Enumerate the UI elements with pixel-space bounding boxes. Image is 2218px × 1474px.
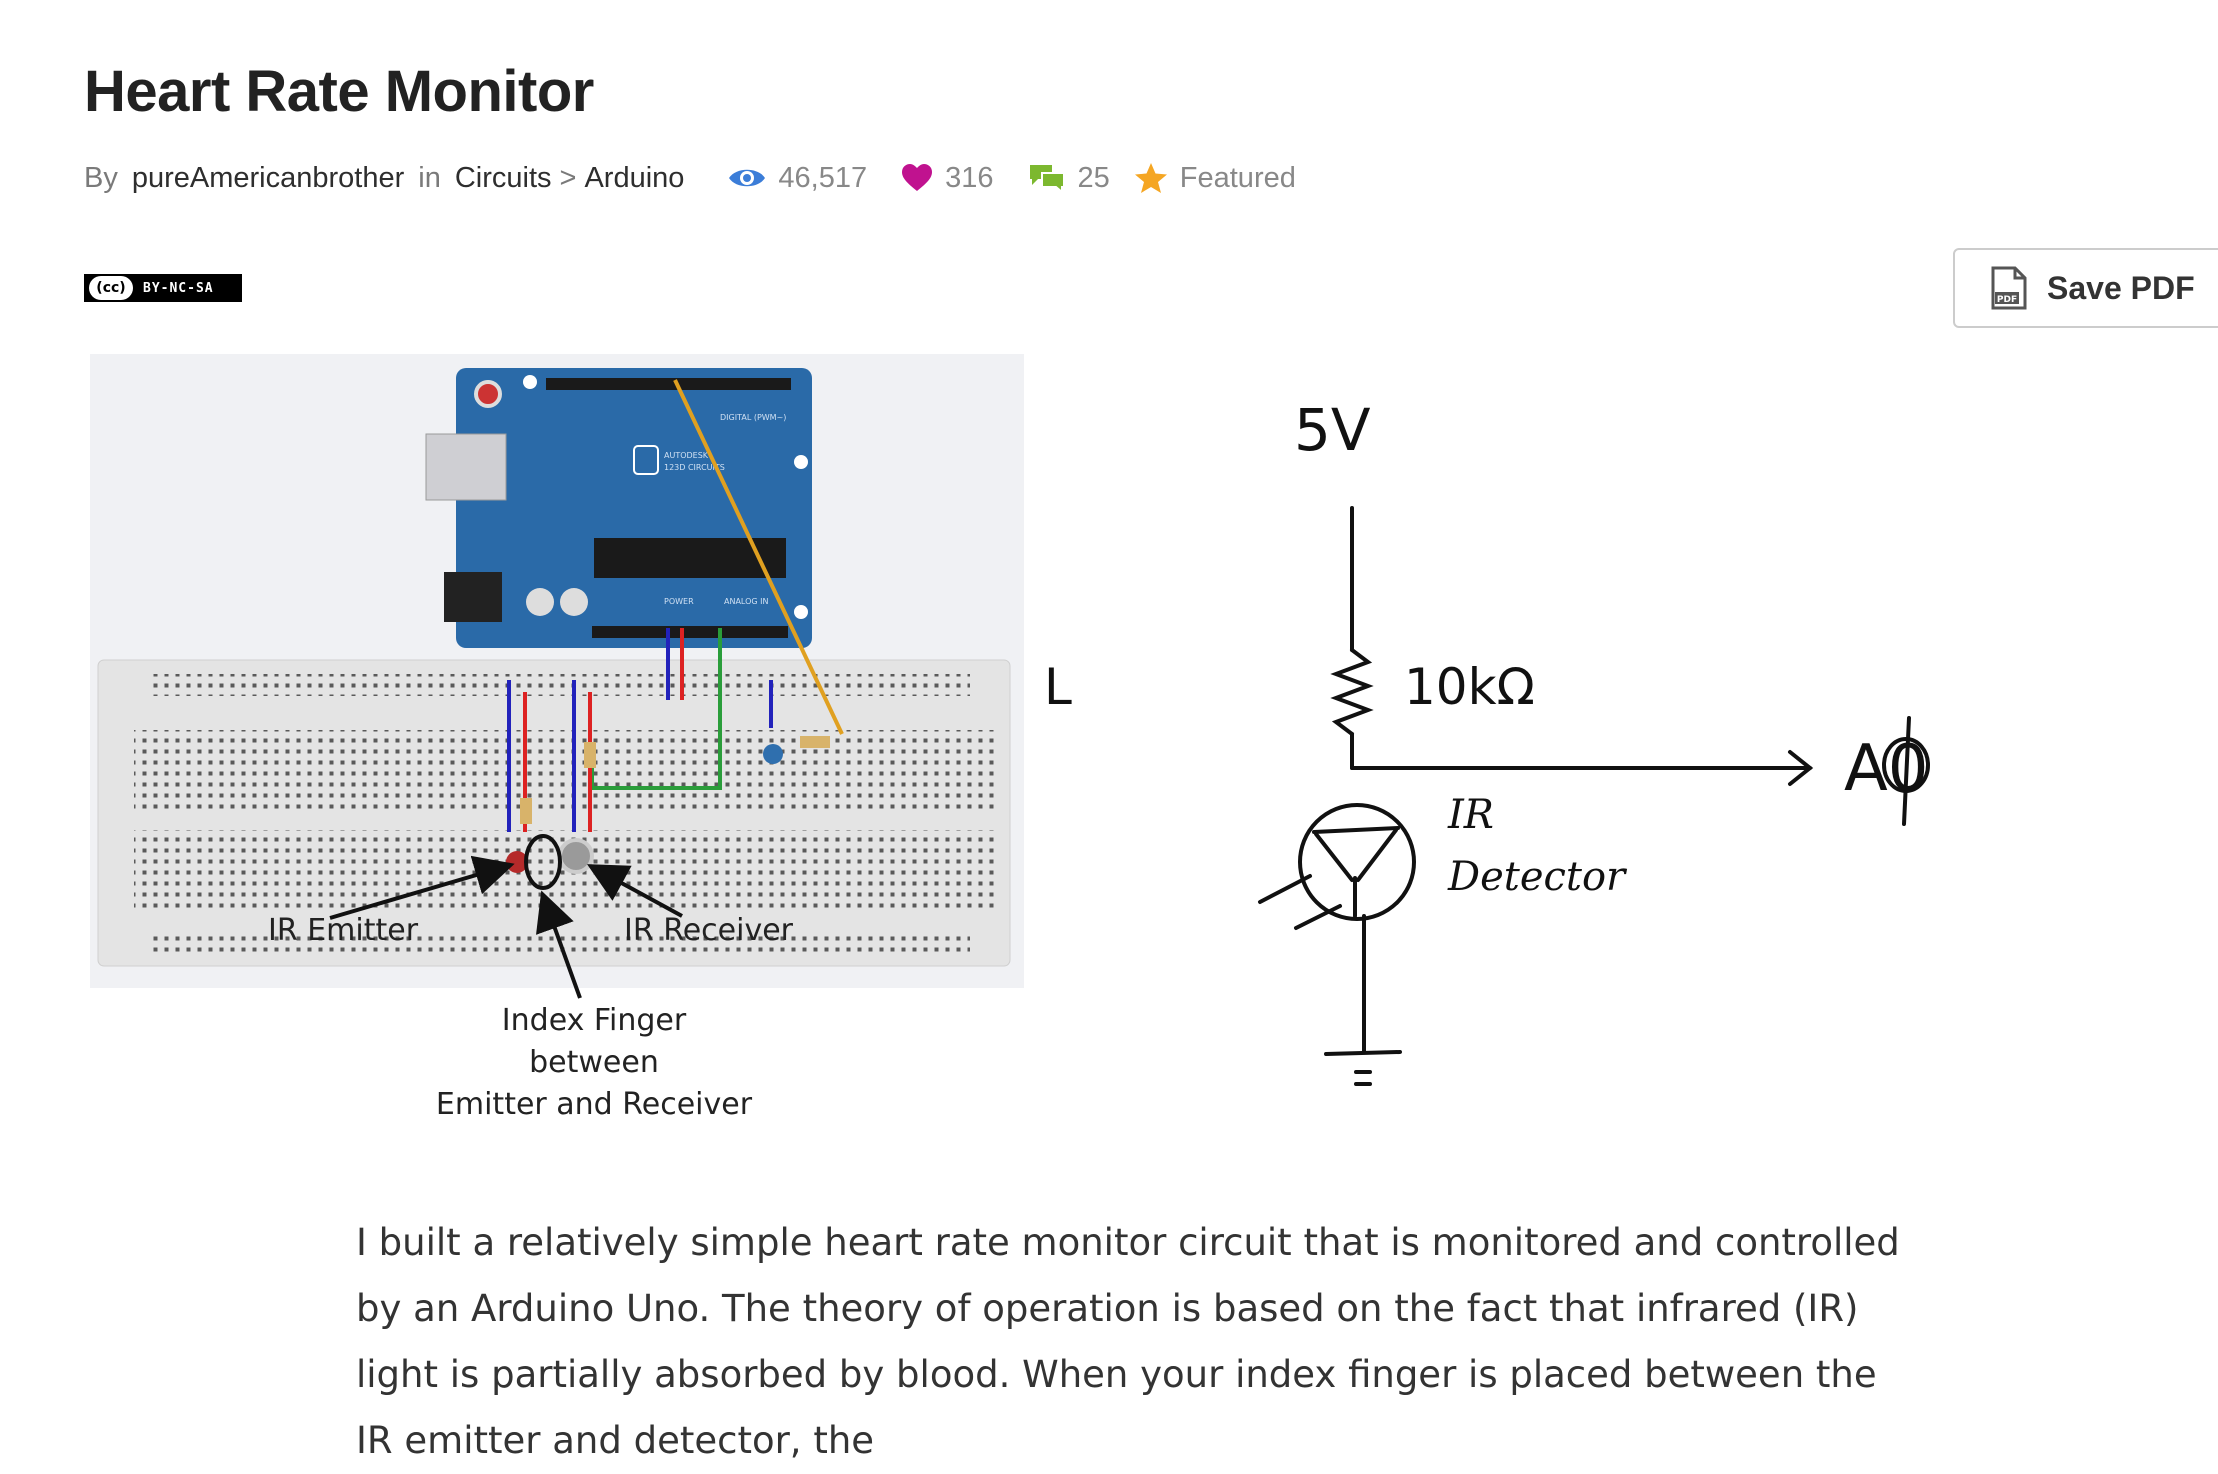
save-pdf-button[interactable]: PDF Save PDF — [1953, 248, 2218, 328]
arduino-power-text: POWER — [664, 597, 694, 606]
views-count: 46,517 — [778, 161, 868, 194]
circuit-figure-svg: AUTODESK 123D CIRCUITS DIGITAL (PWM~) PO… — [90, 354, 1930, 1122]
page-title: Heart Rate Monitor — [84, 59, 594, 124]
finger-position-ellipse — [524, 834, 562, 890]
arduino-model-text: 123D CIRCUITS — [664, 463, 725, 472]
arduino-digital-text: DIGITAL (PWM~) — [720, 413, 786, 422]
arduino-brand-text: AUTODESK — [664, 451, 709, 460]
views-stat: 46,517 — [728, 162, 867, 195]
comments-icon — [1029, 165, 1065, 193]
finger-label-line1: Index Finger — [502, 1003, 687, 1038]
featured-badge: Featured — [1134, 162, 1296, 195]
analog-output-label: A0 — [1844, 732, 1929, 806]
components — [506, 736, 830, 874]
emitter-arrow — [329, 855, 515, 920]
save-pdf-label: Save PDF — [2047, 269, 2195, 306]
cc-license-badge[interactable]: (cc) BY-NC-SA — [84, 274, 242, 302]
ir-emitter-label: IR Emitter — [268, 913, 419, 948]
star-icon — [1134, 163, 1167, 193]
cut-off-letter: L — [1044, 658, 1072, 716]
article-paragraph: I built a relatively simple heart rate m… — [356, 1221, 1900, 1462]
breadcrumb-separator: > — [559, 161, 577, 194]
license-text: BY-NC-SA — [143, 280, 214, 296]
favorites-stat: 316 — [901, 161, 994, 195]
eye-icon — [729, 169, 766, 187]
arduino-analog-text: ANALOG IN — [724, 597, 769, 606]
finger-label-line3: Emitter and Receiver — [436, 1087, 753, 1122]
heart-icon — [902, 164, 933, 191]
ir-receiver-label: IR Receiver — [624, 913, 794, 948]
detector-label-line2: Detector — [1447, 854, 1628, 900]
resistor-value-label: 10kΩ — [1404, 658, 1535, 716]
comments-count: 25 — [1077, 161, 1110, 194]
hand-drawn-schematic — [1258, 506, 1930, 1086]
in-label: in — [418, 161, 441, 194]
svg-text:PDF: PDF — [1997, 295, 2017, 305]
jumper-wires — [507, 379, 844, 832]
supply-voltage-label: 5V — [1294, 396, 1371, 464]
project-meta: By pureAmericanbrother in Circuits > Ard… — [84, 158, 1296, 198]
pdf-file-icon: PDF — [1991, 266, 2027, 310]
favorites-count: 316 — [945, 161, 994, 194]
by-label: By — [84, 161, 118, 194]
cc-icon: (cc) — [89, 276, 133, 300]
comments-stat: 25 — [1028, 162, 1110, 195]
featured-label: Featured — [1179, 161, 1296, 194]
author-link[interactable]: pureAmericanbrother — [131, 161, 405, 194]
receiver-arrow — [586, 864, 683, 918]
subcategory-link[interactable]: Arduino — [584, 161, 685, 194]
project-figure[interactable]: AUTODESK 123D CIRCUITS DIGITAL (PWM~) PO… — [84, 350, 1984, 1140]
category-link[interactable]: Circuits — [454, 161, 552, 194]
finger-arrow — [536, 890, 582, 999]
finger-label-line2: between — [529, 1045, 659, 1080]
arduino-uno-board: AUTODESK 123D CIRCUITS DIGITAL (PWM~) PO… — [425, 368, 812, 648]
detector-label-line1: IR — [1447, 792, 1494, 838]
